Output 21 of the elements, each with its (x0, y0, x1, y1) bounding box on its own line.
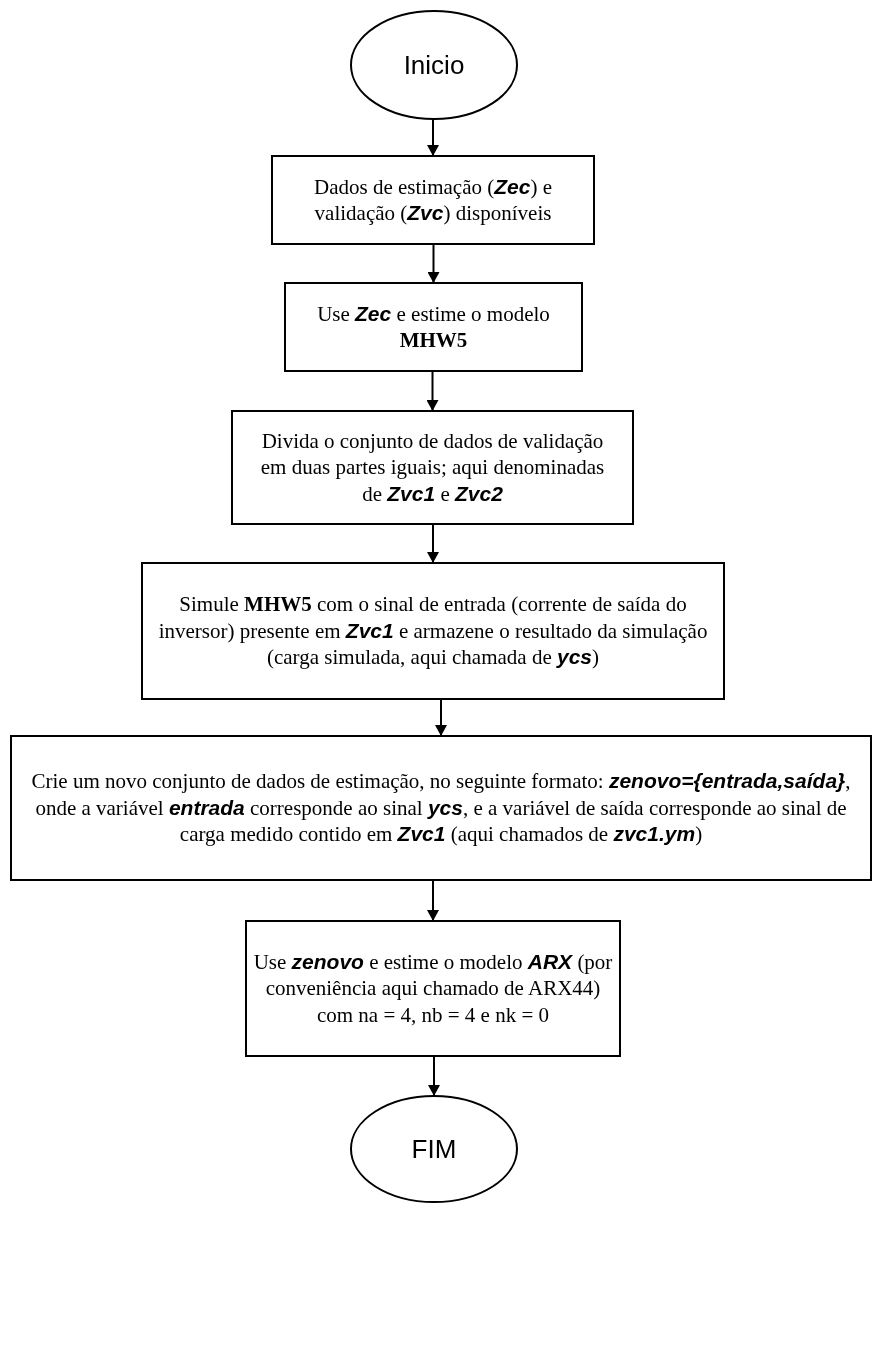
terminal-label: FIM (410, 1132, 458, 1166)
arrow (428, 1056, 440, 1096)
step-text: Use Zec e estime o modelo MHW5 (316, 300, 551, 354)
arrow (427, 880, 439, 921)
terminal-label: Inicio (402, 48, 466, 82)
step-text: Divida o conjunto de dados de validação em duas partes iguais; aqui denominadas de Zvc1 e Zvc2 (259, 427, 606, 508)
arrow (427, 119, 439, 156)
process-box (271, 155, 595, 245)
process-box (10, 735, 872, 881)
arrow (435, 699, 447, 736)
step-text: Crie um novo conjunto de dados de estimação, no seguinte formato: zenovo={entrada,saída}, onde a variável entrada corresponde ao sinal ycs, e a variável de saída corresponde ao sinal de carga medido contido em Zvc1 (aqui chamados de zvc1.ym) (30, 768, 852, 848)
step-text: Use zenovo e estime o modelo ARX (por conveniência aqui chamado de ARX44) com na = 4, nb = 4 e nk = 0 (252, 948, 614, 1029)
step-text: Dados de estimação (Zec) e validação (Zvc) disponíveis (313, 173, 553, 227)
arrow (426, 371, 439, 411)
process-box (284, 282, 583, 372)
process-box (245, 920, 621, 1057)
arrow (427, 524, 439, 563)
process-box (141, 562, 725, 700)
arrow (427, 244, 440, 283)
step-text: Simule MHW5 com o sinal de entrada (corrente de saída do inversor) presente em Zvc1 e armazene o resultado da simulação (carga simulada, aqui chamada de ycs) (157, 591, 709, 671)
process-box (231, 410, 634, 525)
